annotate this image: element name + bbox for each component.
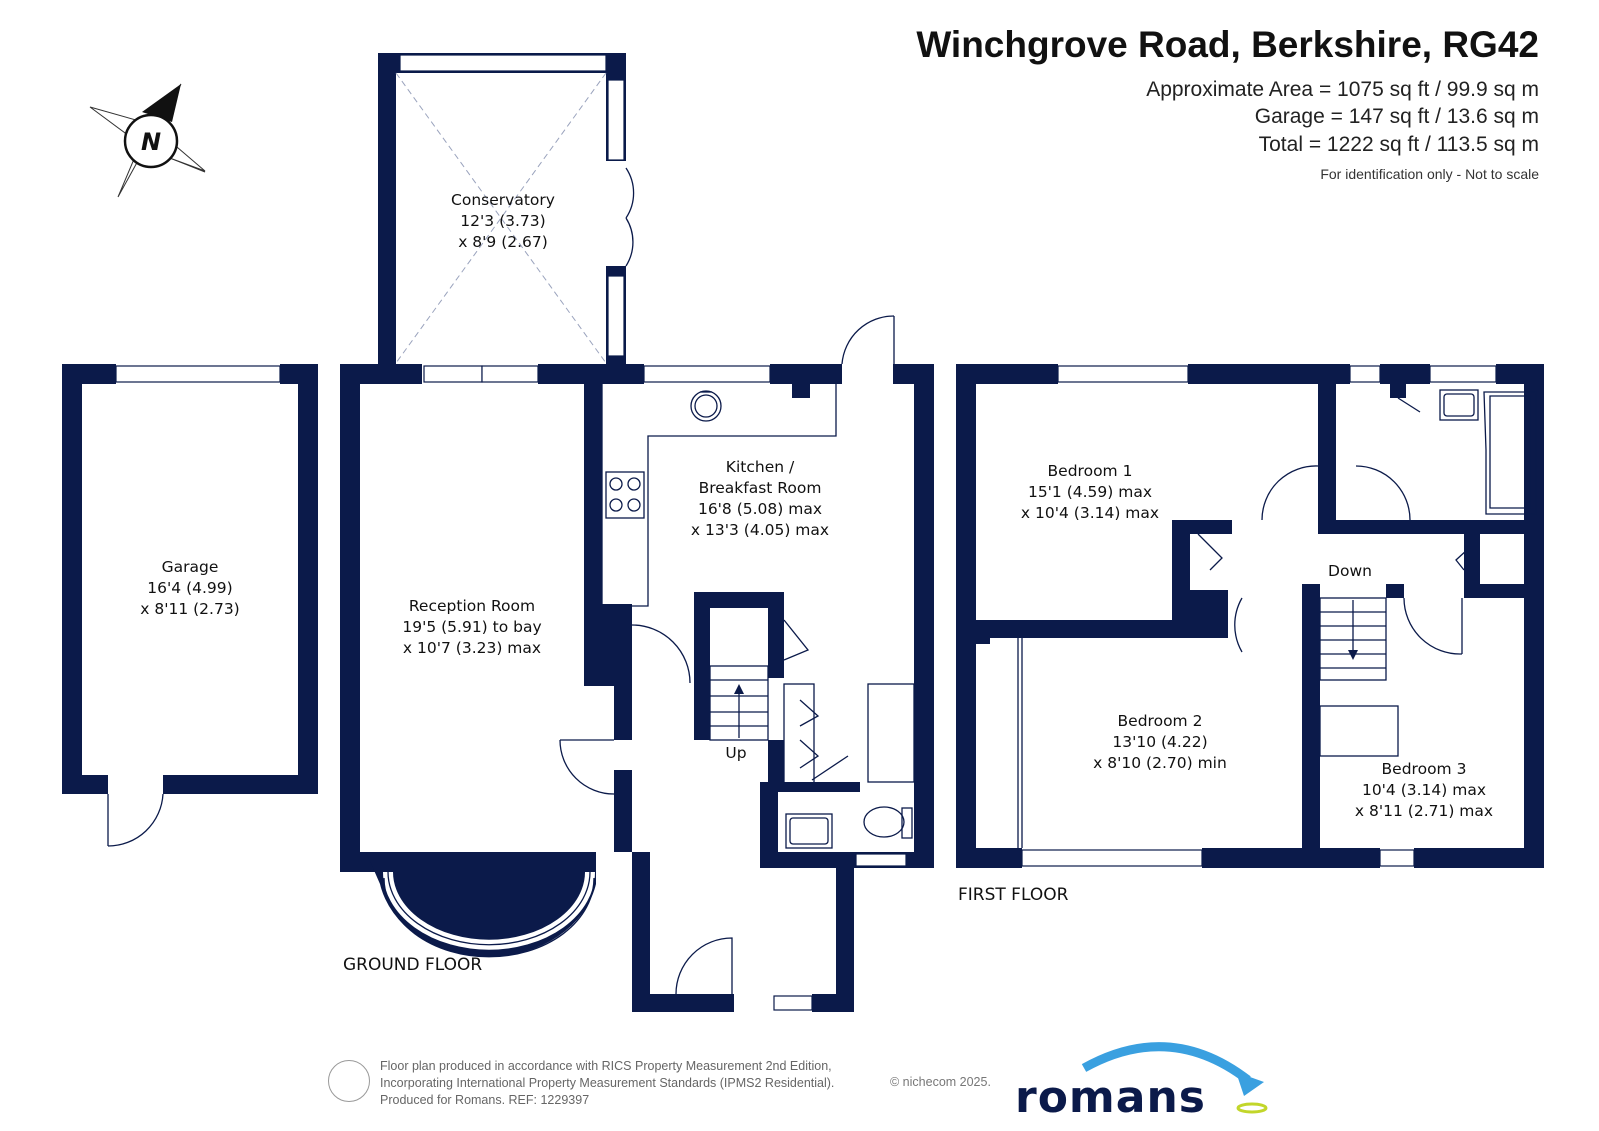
kitchen-dim1: 16'8 (5.08) max [698,500,822,518]
room-label-kitchen: Kitchen / Breakfast Room 16'8 (5.08) max… [691,458,829,539]
bedroom1-dim2: x 10'4 (3.14) max [1021,504,1159,522]
bedroom1-name: Bedroom 1 [1048,462,1133,480]
kitchen-dim2: x 13'3 (4.05) max [691,521,829,539]
stairs-ground [709,665,769,741]
bedroom3-dim1: 10'4 (3.14) max [1362,781,1486,799]
garage-dim2: x 8'11 (2.73) [140,600,239,618]
footer-line-3: Produced for Romans. REF: 1229397 [380,1093,590,1107]
bedroom3-name: Bedroom 3 [1382,760,1467,778]
footer-line-1: Floor plan produced in accordance with R… [380,1059,832,1073]
brand-swoosh-icon [1081,1042,1268,1114]
first-floor-label: FIRST FLOOR [958,885,1069,905]
bedroom2-dim2: x 8'10 (2.70) min [1093,754,1227,772]
first-floor-walls [956,364,1544,868]
wc-basin-icon [785,813,833,849]
compass-north-icon: N [89,83,206,198]
conservatory-dim1: 12'3 (3.73) [460,212,545,230]
total-area: Total = 1222 sq ft / 113.5 sq m [1258,133,1539,156]
bedroom2-name: Bedroom 2 [1118,712,1203,730]
copyright: © nichecom 2025. [890,1075,991,1089]
reception-dim2: x 10'7 (3.23) max [403,639,541,657]
conservatory-dim2: x 8'9 (2.67) [458,233,548,251]
stairs-down-label: Down [1328,562,1372,580]
garage-name: Garage [162,558,219,576]
compass-letter: N [141,128,161,156]
bedroom2-dim1: 13'10 (4.22) [1112,733,1207,751]
conservatory-walls [378,53,635,370]
stairs-first [1319,597,1387,681]
disclaimer-note: For identification only - Not to scale [1320,166,1539,182]
bedroom1-dim1: 15'1 (4.59) max [1028,483,1152,501]
garage-dim1: 16'4 (4.99) [147,579,232,597]
kitchen-name2: Breakfast Room [699,479,822,497]
garage-walls [62,364,318,847]
room-label-bedroom3: Bedroom 3 10'4 (3.14) max x 8'11 (2.71) … [1355,760,1493,820]
ground-floor-label: GROUND FLOOR [343,955,482,975]
garage-area: Garage = 147 sq ft / 13.6 sq m [1254,105,1539,128]
sink-icon [690,390,722,422]
hob-icon [605,471,645,519]
room-label-reception: Reception Room 19'5 (5.91) to bay x 10'7… [402,597,541,657]
ground-floor-walls [340,315,934,1012]
brand-logo: romans [1015,1072,1206,1123]
page-title: Winchgrove Road, Berkshire, RG42 [916,24,1539,65]
kitchen-name1: Kitchen / [726,458,795,476]
stairs-up-label: Up [725,744,746,762]
conservatory-name: Conservatory [451,191,555,209]
room-label-bedroom2: Bedroom 2 13'10 (4.22) x 8'10 (2.70) min [1093,712,1227,772]
room-label-bedroom1: Bedroom 1 15'1 (4.59) max x 10'4 (3.14) … [1021,462,1159,522]
room-label-conservatory: Conservatory 12'3 (3.73) x 8'9 (2.67) [451,191,555,251]
reception-dim1: 19'5 (5.91) to bay [402,618,541,636]
reception-name: Reception Room [409,597,535,615]
footer-text: Floor plan produced in accordance with R… [380,1058,834,1109]
toilet-icon [863,806,913,839]
rics-logo-icon [328,1060,370,1102]
bedroom3-dim2: x 8'11 (2.71) max [1355,802,1493,820]
room-label-garage: Garage 16'4 (4.99) x 8'11 (2.73) [140,558,239,618]
approx-area: Approximate Area = 1075 sq ft / 99.9 sq … [1146,78,1539,101]
footer-line-2: Incorporating International Property Mea… [380,1076,835,1090]
